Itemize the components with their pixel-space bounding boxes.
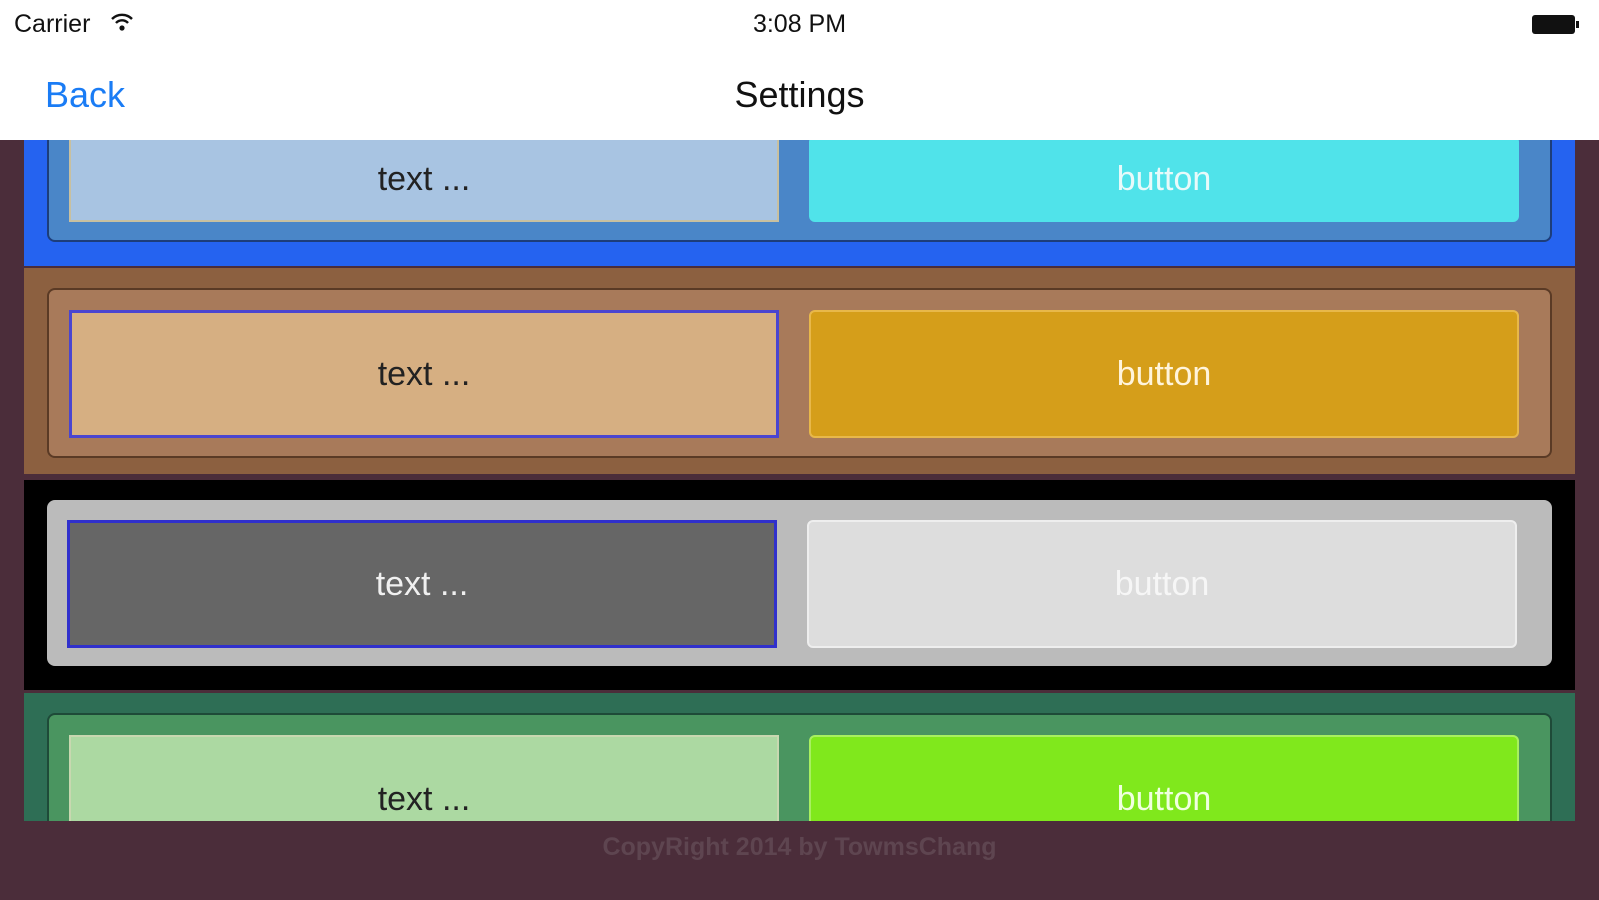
text-field-label: text ... bbox=[377, 354, 471, 393]
text-field-label: text ... bbox=[377, 779, 471, 818]
copyright-text: CopyRight 2014 by TowmsChang bbox=[602, 833, 997, 861]
text-field[interactable]: text ... bbox=[67, 520, 777, 648]
row-card: text ... button bbox=[47, 500, 1552, 666]
row-card: text ... button bbox=[47, 288, 1552, 458]
status-bar: Carrier 3:08 PM bbox=[0, 0, 1599, 50]
row-button[interactable]: button bbox=[809, 140, 1519, 222]
list-row: text ... button bbox=[24, 693, 1575, 821]
wifi-icon bbox=[111, 13, 133, 31]
footer: CopyRight 2014 by TowmsChang bbox=[0, 821, 1599, 900]
navigation-bar: Back Settings bbox=[0, 50, 1599, 140]
carrier-label: Carrier bbox=[14, 10, 91, 38]
settings-list[interactable]: text ... button text ... button text ...… bbox=[24, 140, 1575, 821]
page-title: Settings bbox=[734, 74, 865, 115]
list-row: text ... button bbox=[24, 480, 1575, 690]
text-field-label: text ... bbox=[375, 564, 469, 603]
row-button-label: button bbox=[1114, 564, 1210, 603]
row-button-label: button bbox=[1116, 354, 1212, 393]
row-button[interactable]: button bbox=[807, 520, 1517, 648]
list-row: text ... button bbox=[24, 268, 1575, 474]
back-button[interactable]: Back bbox=[45, 74, 126, 115]
text-field[interactable]: text ... bbox=[69, 310, 779, 438]
text-field-label: text ... bbox=[377, 159, 471, 198]
text-field[interactable]: text ... bbox=[69, 140, 779, 222]
row-button-label: button bbox=[1116, 779, 1212, 818]
text-field[interactable]: text ... bbox=[69, 735, 779, 821]
battery-icon bbox=[1532, 15, 1579, 34]
list-row: text ... button bbox=[24, 140, 1575, 266]
row-button[interactable]: button bbox=[809, 310, 1519, 438]
row-card: text ... button bbox=[47, 140, 1552, 242]
row-button-label: button bbox=[1116, 159, 1212, 198]
row-button[interactable]: button bbox=[809, 735, 1519, 821]
status-time: 3:08 PM bbox=[752, 10, 847, 38]
row-card: text ... button bbox=[47, 713, 1552, 821]
